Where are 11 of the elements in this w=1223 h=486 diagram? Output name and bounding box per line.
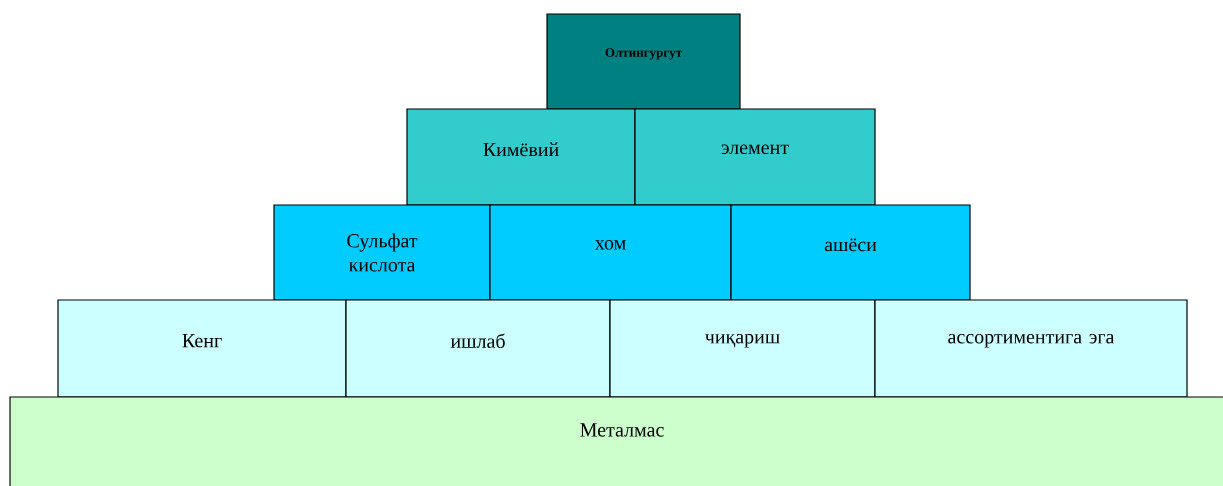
pyramid-block: ишлаб <box>345 299 611 398</box>
pyramid-block: чиқариш <box>609 299 876 398</box>
pyramid-block: ассортиментига эга <box>874 299 1188 398</box>
pyramid-block: Металмас <box>9 396 1223 486</box>
pyramid-block: элемент <box>634 108 876 206</box>
pyramid-block: Сульфат кислота <box>273 204 491 301</box>
pyramid-block: ашёси <box>730 204 971 301</box>
pyramid-block: Кенг <box>57 299 347 398</box>
pyramid-block: Кимёвий <box>406 108 636 206</box>
pyramid-block: хом <box>489 204 732 301</box>
pyramid-block: Олтингургут <box>546 13 741 110</box>
